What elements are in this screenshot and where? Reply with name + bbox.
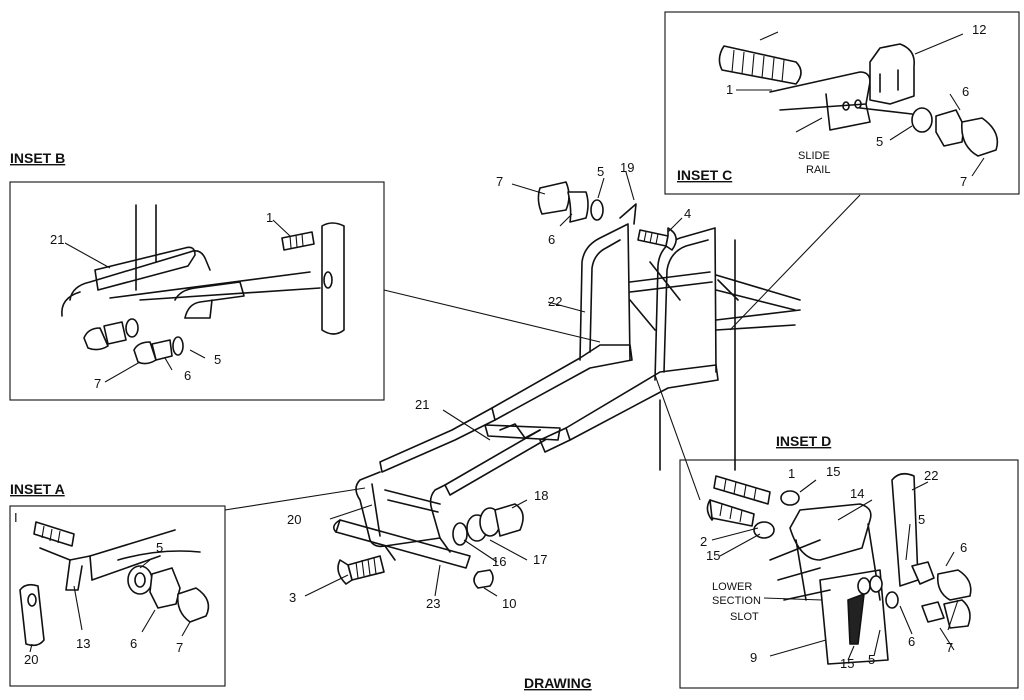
inset-d-section-label: SECTION [712,595,761,607]
inset-a-label-7: 7 [176,640,183,655]
inset-b-label-1: 1 [266,210,273,225]
main-frame-drawing [224,171,861,597]
inset-a-drawing [19,521,210,653]
inset-d-title: INSET D [776,433,831,449]
inset-a-label-13: 13 [76,636,90,651]
hardware-4-5-6-7-19 [537,181,677,251]
inset-d-label-6-top: 6 [960,540,967,555]
inset-d-drawing [706,472,972,665]
inset-c-slide-label: SLIDE [798,150,830,162]
label-23: 23 [426,596,440,611]
label-5: 5 [597,164,604,179]
bolt-3 [337,555,385,585]
inset-d-label-22: 22 [924,468,938,483]
label-19: 19 [620,160,634,175]
inset-b-drawing [61,204,345,383]
inset-c-label-7: 7 [960,174,967,189]
inset-b-label-7: 7 [94,376,101,391]
label-6: 6 [548,232,555,247]
inset-d-label-5-bottom: 5 [868,652,875,667]
inset-c-frame [664,11,1020,195]
label-21: 21 [415,397,429,412]
label-18: 18 [534,488,548,503]
inset-d-slot-label: SLOT [730,611,759,623]
inset-d-frame [679,459,1019,689]
label-4: 4 [684,206,691,221]
inset-c-title: INSET C [677,167,732,183]
label-16: 16 [492,554,506,569]
inset-b-label-6: 6 [184,368,191,383]
inset-d-label-7: 7 [946,640,953,655]
inset-a-label-1: I [14,510,18,525]
label-22: 22 [548,294,562,309]
inset-b-label-21: 21 [50,232,64,247]
inset-d-label-2: 2 [700,534,707,549]
inset-d-label-14: 14 [850,486,864,501]
inset-c-label-6: 6 [962,84,969,99]
hardware-16-17-18 [452,503,524,546]
label-10: 10 [502,596,516,611]
inset-d-label-6-bottom: 6 [908,634,915,649]
end-cap-10 [473,569,494,589]
drawing-caption: DRAWING [524,675,592,691]
inset-c-label-1: 1 [726,82,733,97]
inset-c-label-12: 12 [972,22,986,37]
inset-d-label-5-top: 5 [918,512,925,527]
inset-a-frame [9,505,226,687]
label-20: 20 [287,512,301,527]
inset-b-frame [9,181,385,401]
inset-d-label-9: 9 [750,650,757,665]
label-17: 17 [533,552,547,567]
label-3: 3 [289,590,296,605]
inset-d-label-15-top: 15 [826,464,840,479]
inset-c-drawing [718,31,999,177]
inset-d-lower-label: LOWER [712,581,752,593]
inset-b-title: INSET B [10,150,65,166]
inset-d-label-15-bottom: 15 [840,656,854,671]
inset-c-rail-label: RAIL [806,164,830,176]
inset-a-label-20: 20 [24,652,38,667]
label-7: 7 [496,174,503,189]
inset-a-label-6: 6 [130,636,137,651]
inset-d-label-1: 1 [788,466,795,481]
inset-b-label-5: 5 [214,352,221,367]
inset-d-label-15-mid: 15 [706,548,720,563]
inset-c-label-5: 5 [876,134,883,149]
inset-a-title: INSET A [10,481,65,497]
inset-a-label-5: 5 [156,540,163,555]
